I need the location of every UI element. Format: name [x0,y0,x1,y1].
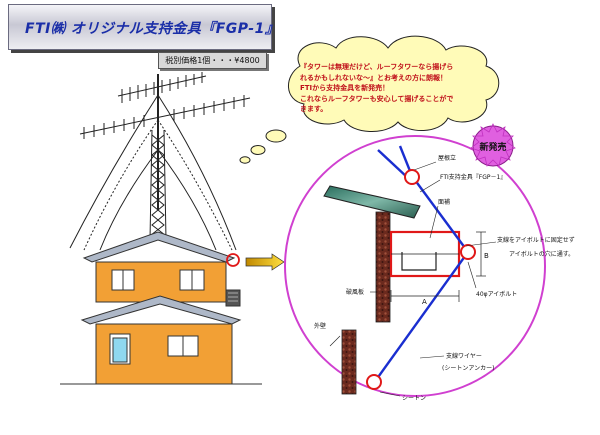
fascia-board [375,211,391,323]
new-release-badge: 新発売 [470,123,516,167]
dimension-lines [390,231,486,302]
detail-view-circle [284,135,546,397]
title-banner: FTI㈱ オリジナル支持金具『FGP-1』 [8,4,279,50]
leader-lines [329,161,497,397]
outer-wall [341,329,357,395]
label-guy-wire-sub: (シートンアンカー) [442,365,494,372]
label-bolt-note-2: アイボルトの穴に通す。 [509,250,574,258]
label-anchor: シートン [402,395,426,402]
detail-marker [226,253,240,267]
detail-arrow [245,253,285,271]
label-dim-a: A [422,298,427,306]
bubble-text: 『タワーは無理だけど、ルーフタワーなら揚げら れるかもしれないな〜』とお考えの方… [300,62,478,115]
anchor-ring [366,374,382,390]
label-product: FTI支持金具『FGP－1』 [440,173,506,181]
antenna-tower [69,72,251,251]
bubble-line: FTIから支持金具を新発売！ [300,84,390,92]
label-pole: 屋根立 [438,154,456,162]
price-label: 税別価格1個・・・¥4800 [158,52,267,69]
label-dim-b: B [484,252,489,260]
bubble-line: きます。 [300,105,328,113]
eye-bolt-ring [460,244,476,260]
page-title: FTI㈱ オリジナル支持金具『FGP-1』 [25,21,280,37]
bubble-line: これならルーフタワーも安心して揚げることがで [300,94,454,103]
label-fascia: 破風板 [346,288,364,296]
label-guy-wire: 支線ワイヤー [446,352,482,360]
label-eaves: 面補 [438,198,450,206]
thought-cloud [239,35,500,164]
roof-edge [323,185,421,219]
label-eye-bolt: 40φアイボルト [476,290,517,298]
bracket-fgp1 [389,230,461,278]
label-outer-wall: 外壁 [314,322,326,330]
bubble-line: 『タワーは無理だけど、ルーフタワーなら揚げら [300,63,454,71]
bubble-line: れるかもしれないな〜』とお考えの方に朗報！ [300,73,447,82]
pole-ring [404,169,420,185]
label-bolt-note-1: 支線をアイボルトに固定せず [497,236,575,244]
badge-text: 新発売 [479,141,506,153]
house [60,231,262,385]
